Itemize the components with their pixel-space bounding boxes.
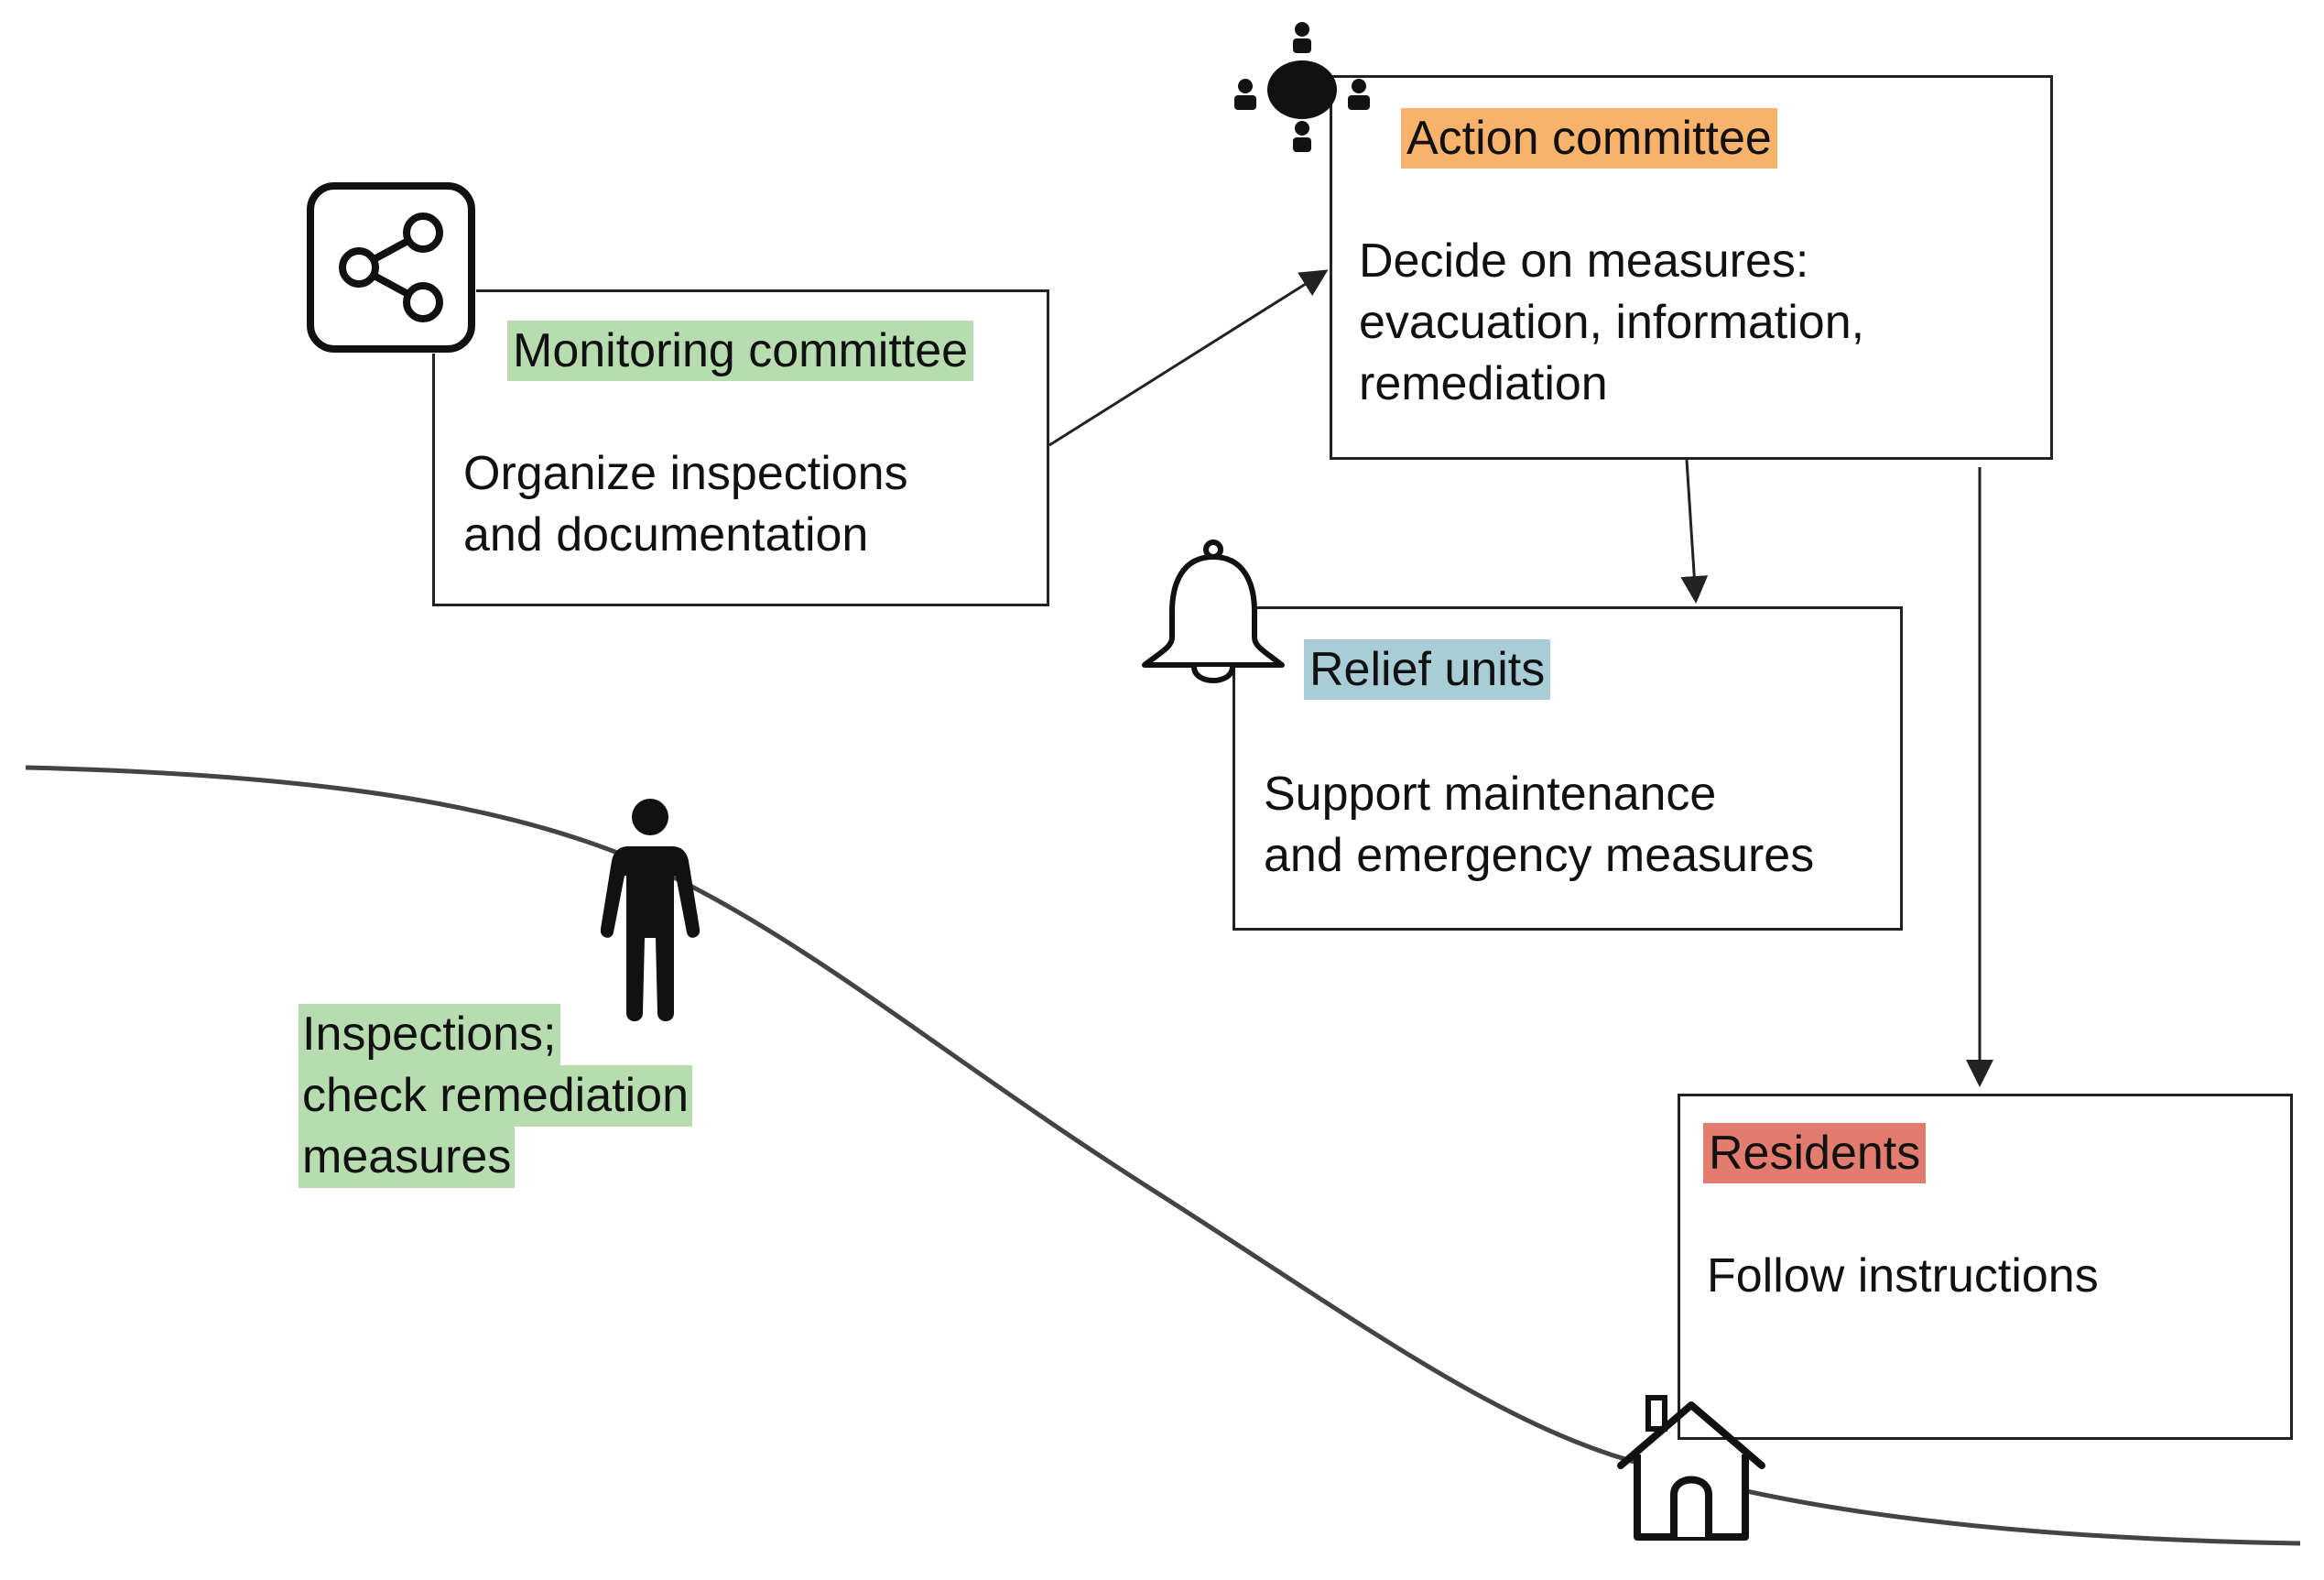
action-committee-title: Action committee: [1401, 108, 1777, 169]
monitoring-committee-box: [432, 289, 1049, 606]
monitoring-description-line: Organize inspections: [463, 447, 908, 500]
meeting-table-icon: [1227, 16, 1377, 163]
action-committee-box: [1330, 75, 2053, 460]
inspection-note-line: check remediation: [299, 1065, 692, 1127]
person-icon: [601, 795, 700, 1024]
bell-icon: [1135, 539, 1291, 689]
action-committee-description: Decide on measures: evacuation, informat…: [1359, 231, 1864, 415]
share-icon: [306, 181, 476, 354]
action-description-line: remediation: [1359, 357, 1608, 410]
relief-description-line: and emergency measures: [1264, 829, 1815, 882]
inspection-note: Inspections; check remediation measures: [299, 1004, 692, 1188]
residents-box: [1678, 1094, 2293, 1440]
residents-description-line: Follow instructions: [1707, 1249, 2099, 1302]
relief-units-description: Support maintenance and emergency measur…: [1264, 764, 1814, 887]
inspection-note-line: Inspections;: [299, 1004, 560, 1065]
residents-title: Residents: [1703, 1123, 1927, 1183]
monitoring-committee-title: Monitoring committee: [507, 321, 974, 381]
monitoring-committee-description: Organize inspections and documentation: [463, 443, 908, 566]
edge-monitoring-to-action: [1048, 269, 1329, 447]
hillside-curve: [25, 765, 2301, 1546]
edge-action-to-relief: [1680, 459, 1709, 604]
residents-description: Follow instructions: [1707, 1246, 2099, 1307]
relief-units-title: Relief units: [1304, 639, 1551, 700]
house-icon: [1613, 1390, 1769, 1544]
action-description-line: Decide on measures:: [1359, 234, 1809, 288]
relief-units-box: [1233, 606, 1903, 931]
inspection-note-line: measures: [299, 1127, 516, 1188]
action-description-line: evacuation, information,: [1359, 296, 1865, 349]
relief-description-line: Support maintenance: [1264, 768, 1717, 821]
monitoring-description-line: and documentation: [463, 508, 869, 561]
